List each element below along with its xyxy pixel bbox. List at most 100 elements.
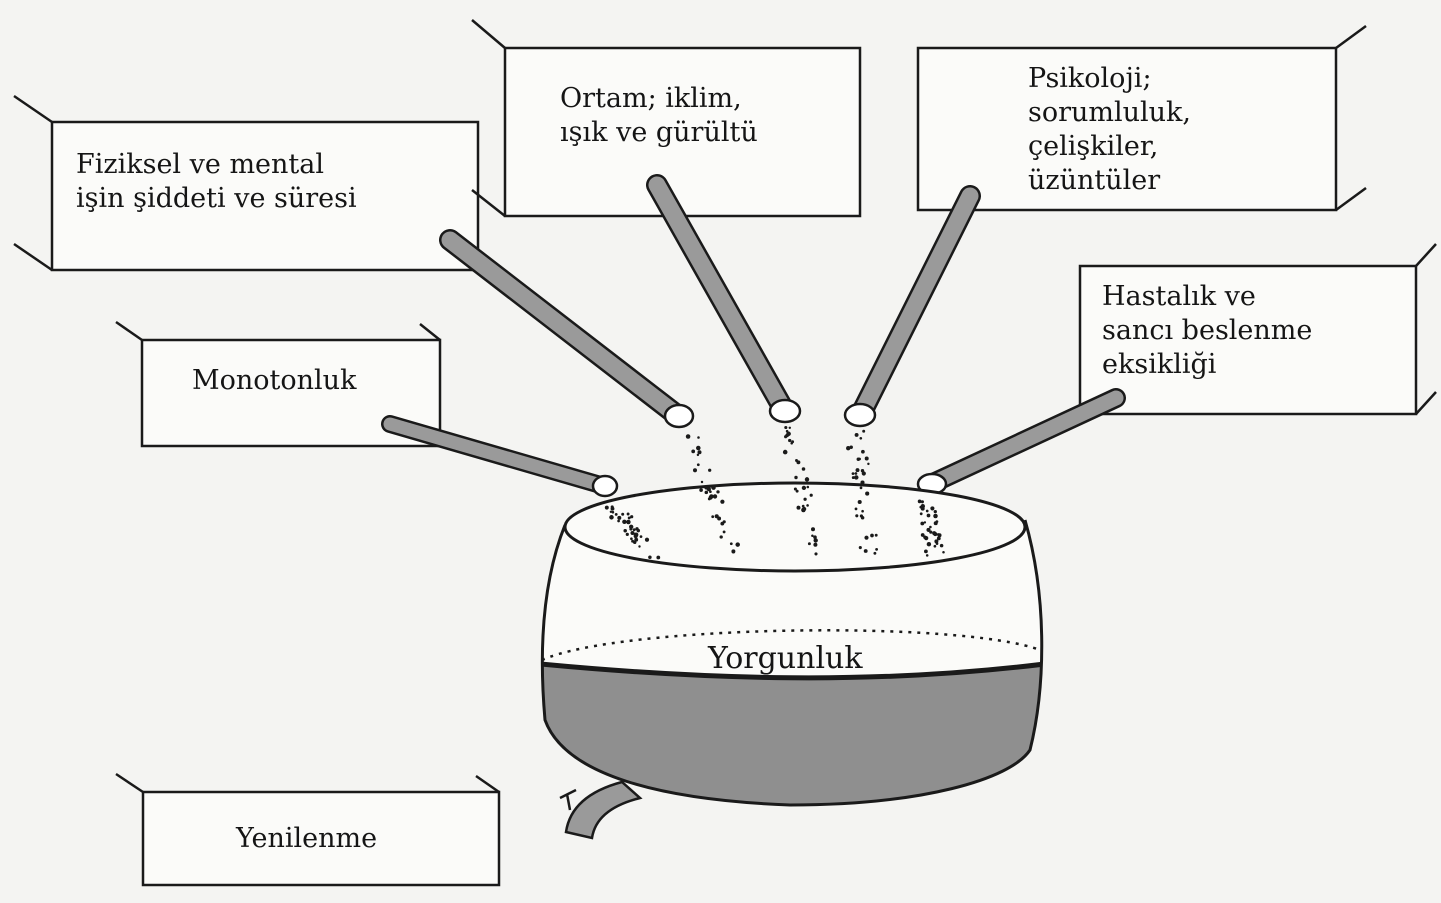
drop — [852, 472, 855, 475]
drop — [864, 549, 868, 553]
drop — [716, 490, 719, 493]
drop — [810, 494, 813, 497]
drop — [934, 510, 937, 513]
drop — [860, 487, 863, 490]
drop — [623, 529, 626, 532]
drop — [855, 472, 858, 475]
drop — [611, 505, 614, 508]
drop — [808, 542, 811, 545]
drop — [691, 450, 695, 454]
drop — [699, 488, 703, 492]
drop — [924, 550, 928, 554]
drop — [784, 426, 787, 429]
drop — [713, 494, 717, 498]
drop — [926, 528, 930, 532]
drop — [696, 446, 701, 451]
drop — [704, 485, 708, 489]
drop — [802, 507, 806, 511]
drop — [936, 542, 939, 545]
label-physical-mental: Fiziksel ve mental işin şiddeti ve süres… — [76, 148, 357, 216]
drop — [934, 545, 937, 548]
drop — [942, 551, 945, 554]
drop — [920, 522, 924, 526]
drop — [936, 520, 939, 523]
drop — [617, 520, 620, 523]
drop — [813, 538, 817, 542]
drop — [858, 500, 862, 504]
drop — [864, 484, 867, 487]
drop — [637, 529, 640, 532]
drop — [796, 490, 799, 493]
drop — [629, 528, 632, 531]
drop — [730, 542, 733, 545]
drop — [697, 450, 701, 454]
drop — [640, 535, 643, 538]
drop — [875, 548, 878, 551]
drop — [697, 463, 700, 466]
drop — [701, 481, 703, 483]
drop — [813, 543, 817, 547]
label-environment: Ortam; iklim, ışık ve gürültü — [560, 82, 758, 150]
drop — [708, 469, 711, 472]
drop — [860, 480, 864, 484]
drop — [693, 468, 697, 472]
drop — [626, 533, 629, 536]
drop — [615, 513, 618, 516]
drop — [789, 427, 791, 429]
drop — [610, 511, 612, 513]
drop — [865, 457, 869, 461]
drop — [609, 515, 614, 520]
drop — [921, 507, 925, 511]
pipe-illness-nutrition — [918, 398, 1116, 494]
drop — [859, 546, 862, 549]
drop — [811, 535, 814, 538]
drop — [860, 514, 863, 517]
drop — [873, 552, 876, 555]
drop — [865, 492, 869, 496]
drop — [627, 513, 630, 516]
drop — [855, 514, 858, 517]
pipe-environment — [657, 185, 800, 422]
drop — [937, 533, 941, 537]
drop — [720, 535, 723, 538]
drop — [861, 510, 864, 513]
drop — [854, 475, 858, 479]
label-illness-nutrition: Hastalık ve sancı beslenme eksikliği — [1102, 280, 1312, 382]
drop — [803, 498, 806, 501]
drop — [920, 512, 923, 515]
drop — [697, 436, 700, 439]
drop — [648, 555, 652, 559]
drop — [802, 486, 806, 490]
drop — [924, 536, 928, 540]
drop — [802, 467, 806, 471]
drop — [857, 457, 860, 460]
drop — [855, 508, 858, 511]
drop — [870, 534, 874, 538]
drop — [626, 520, 631, 525]
drop — [864, 536, 868, 540]
drop — [788, 439, 791, 442]
drop — [686, 434, 691, 439]
label-psychology: Psikoloji; sorumluluk, çelişkiler, üzünt… — [1028, 62, 1191, 198]
drop — [807, 486, 810, 489]
drop — [711, 485, 715, 489]
drop — [806, 504, 809, 507]
drop — [723, 530, 726, 533]
drop — [790, 442, 793, 445]
drop — [856, 468, 860, 472]
drop — [797, 506, 801, 510]
drop — [720, 500, 724, 504]
drop — [862, 430, 865, 433]
drop — [731, 549, 735, 553]
drop — [617, 516, 621, 520]
drop — [715, 514, 719, 518]
drop — [622, 520, 626, 524]
drop — [929, 526, 932, 529]
drop — [933, 514, 938, 519]
drop — [940, 544, 944, 548]
drop — [921, 500, 924, 503]
drop — [849, 445, 852, 448]
drop — [862, 471, 866, 475]
drop — [927, 542, 931, 546]
